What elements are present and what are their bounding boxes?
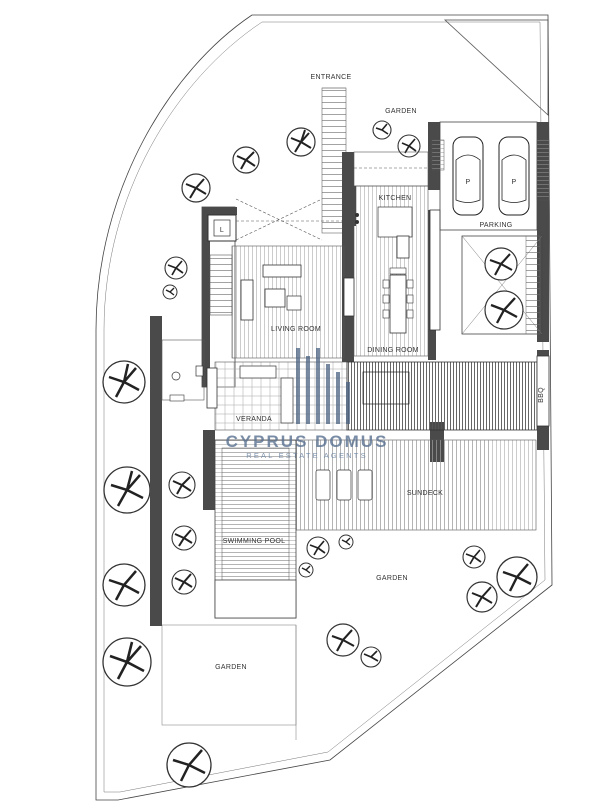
stairs-internal bbox=[209, 254, 233, 316]
car-1: P bbox=[452, 136, 484, 216]
garden-top-label: GARDEN bbox=[385, 108, 417, 115]
parking-space-1-label: P bbox=[466, 179, 471, 186]
kitchen-top bbox=[353, 151, 429, 187]
swimming-pool: SWIMMING POOL bbox=[214, 439, 297, 619]
parking: P P PARKING bbox=[431, 121, 550, 231]
veranda-label: VERANDA bbox=[236, 416, 272, 423]
garden-top-trees bbox=[181, 120, 421, 203]
garden-bottom-area bbox=[161, 624, 297, 740]
watermark-logo: CYPRUS DOMUS REAL ESTATE AGENTS bbox=[226, 348, 389, 460]
sundeck-label: SUNDECK bbox=[407, 490, 443, 497]
wc-area bbox=[161, 339, 205, 402]
entrance-label: ENTRANCE bbox=[311, 74, 352, 81]
garden-left-trees bbox=[102, 256, 212, 788]
left-wall bbox=[150, 316, 215, 626]
garden-right-label: GARDEN bbox=[376, 575, 408, 582]
lift-label: L bbox=[220, 227, 224, 234]
lift-core: L bbox=[207, 198, 342, 242]
courtyard bbox=[461, 235, 543, 335]
swimming-pool-label: SWIMMING POOL bbox=[223, 538, 286, 545]
veranda: VERANDA bbox=[206, 361, 348, 431]
car-2: P bbox=[498, 136, 530, 216]
kitchen-label: KITCHEN bbox=[379, 195, 412, 202]
garden-bottom-label: GARDEN bbox=[215, 664, 247, 671]
parking-space-2-label: P bbox=[512, 179, 517, 186]
sundeck: SUNDECK bbox=[295, 439, 537, 531]
dining-room-label: DINING ROOM bbox=[367, 347, 419, 354]
garden-right-trees bbox=[298, 534, 538, 668]
watermark-subtitle: REAL ESTATE AGENTS bbox=[246, 451, 368, 460]
site-boundary bbox=[95, 14, 553, 801]
kitchen-dining: KITCHEN DINING ROOM bbox=[346, 185, 441, 357]
covered-deck: BBQ bbox=[346, 355, 550, 431]
bbq-label: BBQ bbox=[538, 387, 545, 403]
entrance-void bbox=[443, 19, 549, 116]
parking-label: PARKING bbox=[479, 222, 512, 229]
living-room: LIVING ROOM bbox=[231, 245, 355, 359]
living-room-label: LIVING ROOM bbox=[271, 326, 321, 333]
watermark-title: CYPRUS DOMUS bbox=[226, 432, 389, 451]
